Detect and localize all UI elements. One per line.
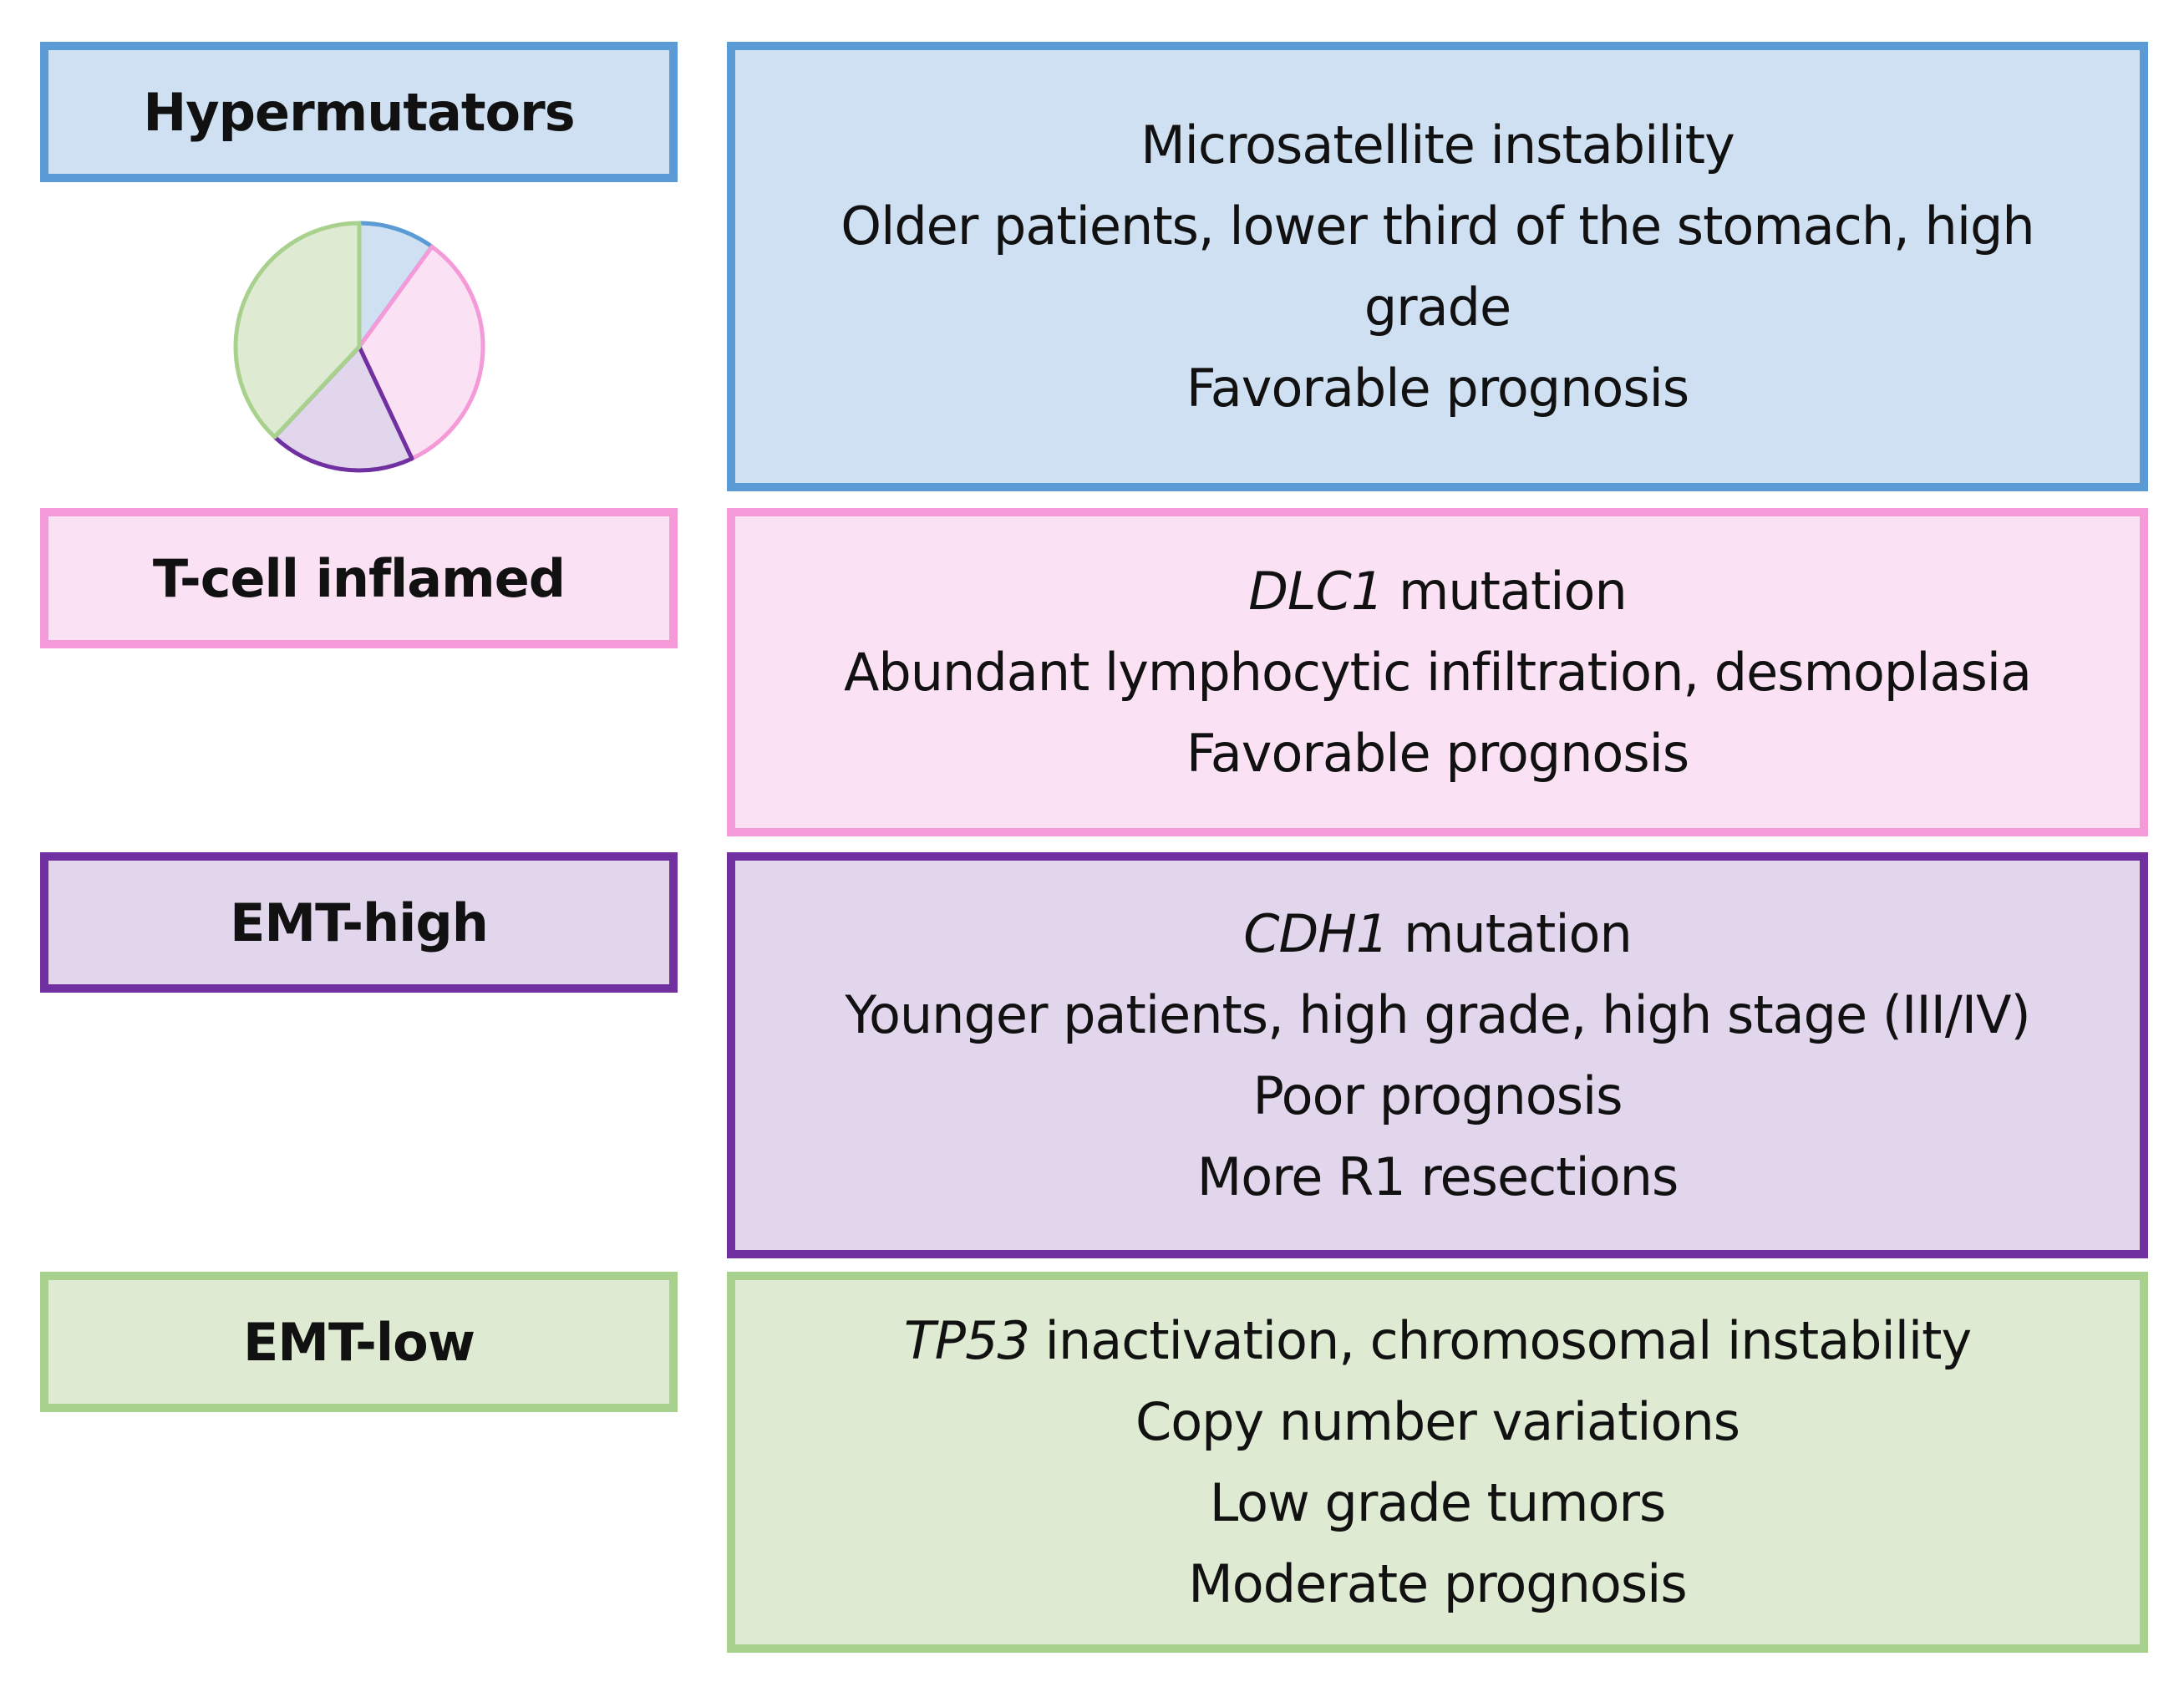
emt-low-label: EMT-low [242,1311,475,1373]
cdh1-gene-name: CDH1 [1243,903,1389,964]
tcell-inflamed-desc-line-1: DLC1 mutation [1248,551,1628,632]
hypermutators-desc-line-3: grade [1364,277,1511,338]
emt-high-desc-line-4: More R1 resections [1196,1146,1679,1207]
emt-low-desc-line-1-rest: inactivation, chromosomal instability [1029,1310,1973,1371]
emt-low-desc-line-2: Copy number variations [1135,1391,1740,1452]
hypermutators-desc-line-4: Favorable prognosis [1186,358,1689,419]
hypermutators-desc-line-2: Older patients, lower third of the stoma… [841,196,2034,257]
hypermutators-desc-line-1: Microsatellite instability [1140,114,1735,175]
pie-slice-emt-low [233,221,362,440]
tcell-inflamed-desc-line-2: Abundant lymphocytic infiltration, desmo… [843,642,2032,703]
emt-high-desc-line-1-rest: mutation [1388,903,1633,964]
tcell-inflamed-description-box: DLC1 mutation Abundant lymphocytic infil… [727,508,2148,836]
emt-low-desc-line-1: TP53 inactivation, chromosomal instabili… [903,1300,1973,1381]
tp53-gene-name: TP53 [903,1310,1030,1371]
emt-high-desc-line-3: Poor prognosis [1252,1065,1623,1126]
emt-low-description-box: TP53 inactivation, chromosomal instabili… [727,1272,2148,1653]
tcell-inflamed-desc-line-3: Favorable prognosis [1186,723,1689,784]
pie-slice-tcell-inflamed [357,244,485,461]
dlc1-gene-name: DLC1 [1248,561,1384,622]
emt-low-desc-line-4: Moderate prognosis [1188,1553,1687,1614]
hypermutators-label: Hypermutators [143,81,575,143]
tcell-inflamed-label-box: T-cell inflamed [40,508,678,648]
emt-low-desc-line-3: Low grade tumors [1209,1472,1667,1533]
emt-low-label-box: EMT-low [40,1272,678,1412]
emt-high-label-box: EMT-high [40,852,678,993]
emt-high-label: EMT-high [230,892,489,953]
tcell-inflamed-desc-line-1-rest: mutation [1383,561,1628,622]
hypermutators-label-box: Hypermutators [40,42,678,182]
pie-slice-hypermutators [357,221,434,349]
emt-high-description-box: CDH1 mutation Younger patients, high gra… [727,852,2148,1258]
emt-high-desc-line-1: CDH1 mutation [1243,893,1633,974]
pie-slice-emt-high [272,344,414,473]
hypermutators-description-box: Microsatellite instability Older patient… [727,42,2148,491]
subtype-pie-chart [233,221,485,473]
tcell-inflamed-label: T-cell inflamed [152,547,566,609]
emt-high-desc-line-2: Younger patients, high grade, high stage… [845,984,2030,1045]
